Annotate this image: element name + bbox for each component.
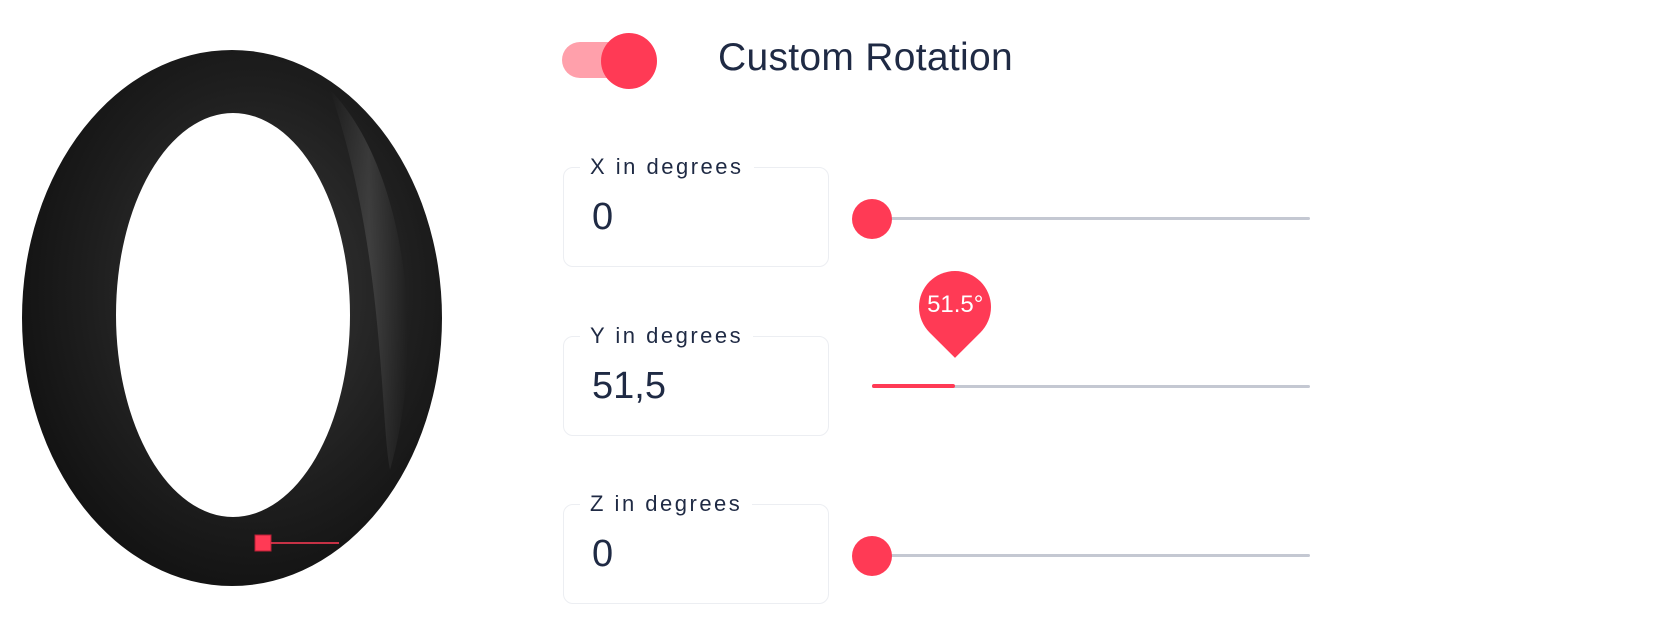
y-degrees-field[interactable]: Y in degrees bbox=[563, 323, 829, 436]
custom-rotation-toggle[interactable] bbox=[562, 33, 657, 89]
y-degrees-label: Y in degrees bbox=[580, 323, 754, 349]
x-degrees-input[interactable] bbox=[592, 196, 812, 239]
slider-thumb[interactable] bbox=[852, 536, 892, 576]
z-degrees-field[interactable]: Z in degrees bbox=[563, 491, 829, 604]
y-rotation-slider[interactable]: 51.5° bbox=[872, 256, 1310, 409]
slider-rail bbox=[872, 554, 1310, 557]
slider-rail bbox=[872, 217, 1310, 220]
slider-rail bbox=[872, 385, 1310, 388]
custom-rotation-label: Custom Rotation bbox=[718, 36, 1013, 79]
toggle-knob bbox=[601, 33, 657, 89]
ring-model bbox=[22, 50, 442, 586]
slider-fill bbox=[872, 384, 956, 388]
model-preview[interactable] bbox=[0, 0, 470, 625]
x-rotation-slider[interactable] bbox=[852, 197, 1310, 241]
z-rotation-slider[interactable] bbox=[852, 534, 1310, 578]
x-degrees-label: X in degrees bbox=[580, 154, 754, 180]
x-degrees-field[interactable]: X in degrees bbox=[563, 154, 829, 267]
z-degrees-label: Z in degrees bbox=[580, 491, 753, 517]
value-tooltip-text: 51.5° bbox=[927, 291, 984, 318]
rotation-pivot-marker bbox=[254, 534, 272, 552]
z-degrees-input[interactable] bbox=[592, 533, 812, 576]
slider-thumb[interactable] bbox=[852, 199, 892, 239]
y-degrees-input[interactable] bbox=[592, 365, 812, 408]
